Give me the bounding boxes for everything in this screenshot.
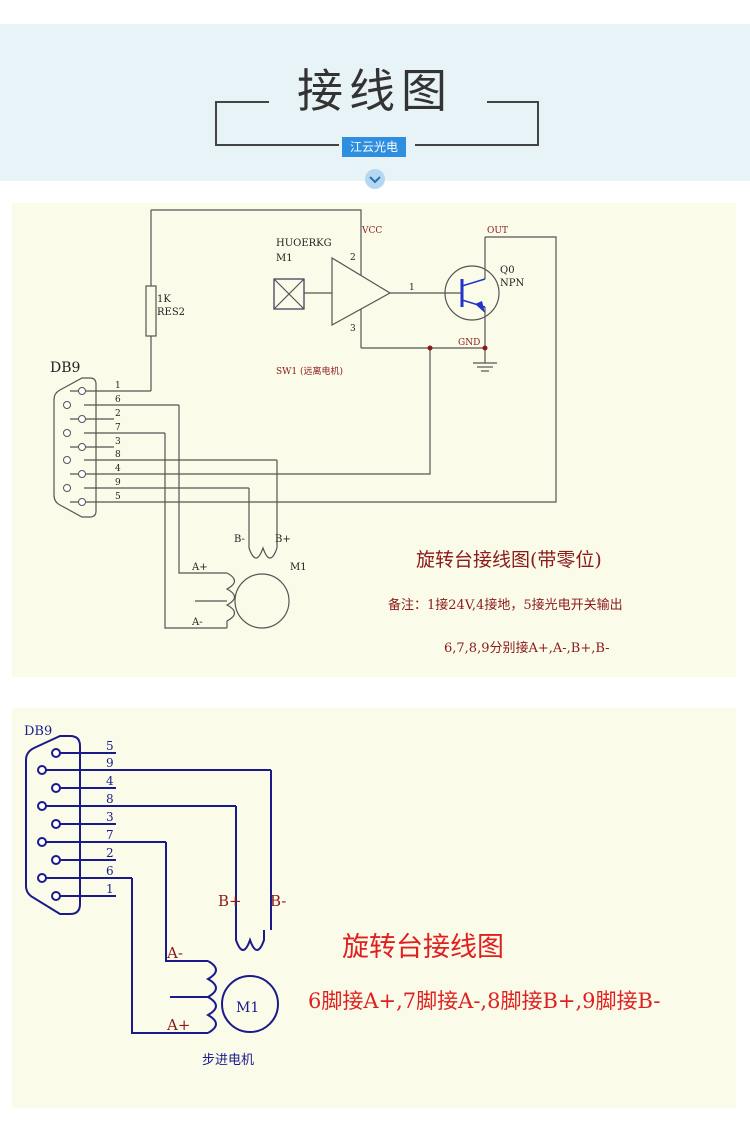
motor-caption: 步进电机 [202,1053,254,1068]
sensor-type-label: HUOERKG [276,238,332,249]
coil-a-2 [205,960,217,1034]
sensor-m1-label: M1 [276,253,293,264]
output-pin-1: 1 [409,283,415,293]
pin-label-1: 1 [115,381,121,391]
schematic-1: HUOERKG M1 VCC OUT Q0 NPN GND SW1 (远离电机)… [50,209,623,656]
npn-label: NPN [500,278,524,289]
scroll-down-button[interactable] [365,169,385,189]
wiring-diagram-with-zero: HUOERKG M1 VCC OUT Q0 NPN GND SW1 (远离电机)… [12,203,736,677]
a-plus-label-2: A+ [166,1016,190,1034]
pin-label-4: 4 [106,774,114,788]
wiring-diagram-simple: 5 9 4 8 3 7 2 6 1 DB9 B+ B- A- A+ M1 步进电机 旋转台接线图… [12,708,736,1108]
title-bracket-left [215,101,269,146]
header-banner: 接线图 江云光电 [0,24,750,189]
hall-sensor-box [273,278,305,310]
chevron-down-icon [369,176,381,184]
diagram-2-note: 6脚接A+,7脚接A-,8脚接B+,9脚接B- [308,989,660,1013]
a-minus-label-2: A- [166,944,183,962]
title-divider-right [415,144,539,146]
pin-label-6: 6 [115,395,121,405]
pin-label-2: 2 [115,409,121,419]
out-label: OUT [487,226,508,236]
pin-label-5: 5 [115,492,121,502]
sw1-label: SW1 (远离电机) [276,365,343,377]
pin-label-3: 3 [115,437,121,447]
b-minus-label: B- [234,534,245,545]
vcc-label: VCC [361,226,382,236]
pin-label-8: 8 [106,792,114,806]
db9-label-2: DB9 [24,724,52,739]
pin-label-8: 8 [115,450,121,460]
resistor-name: RES2 [157,307,185,318]
stepper-motor-circle [234,573,290,629]
q0-label: Q0 [500,265,515,276]
coil-b-2 [235,930,265,951]
diagram-1-title: 旋转台接线图(带零位) [416,549,602,571]
pin-label-2: 2 [106,846,114,860]
diagram-2-title: 旋转台接线图 [342,932,504,963]
stepper-motor-circle-2 [221,975,279,1033]
note-line-1: 备注：1接24V,4接地，5接光电开关输出 [388,597,623,613]
coil-b [248,546,278,559]
pin-label-9: 9 [106,756,114,770]
gnd-pin-3: 3 [350,324,356,334]
pin-label-7: 7 [115,423,121,433]
schematic-2: 5 9 4 8 3 7 2 6 1 DB9 B+ B- A- A+ M1 步进电机 旋转台接线图… [24,724,660,1068]
b-plus-label: B+ [275,534,291,545]
pin-label-5: 5 [106,739,114,753]
a-plus-label: A+ [191,562,208,573]
resistor-value: 1K [157,294,171,305]
motor-label: M1 [290,562,307,573]
pin-label-4: 4 [115,464,121,474]
motor-label-2: M1 [236,1000,259,1016]
note-line-2: 6,7,8,9分别接A+,A-,B+,B- [444,640,610,656]
b-minus-label-2: B- [270,892,286,910]
pin-label-3: 3 [106,810,114,824]
pin-label-9: 9 [115,478,121,488]
db9-connector-shape-2 [25,735,81,915]
db9-label: DB9 [50,360,80,376]
pin-label-1: 1 [106,882,114,896]
title-divider-left [215,144,339,146]
gnd-label: GND [458,338,480,348]
page-title: 接线图 [297,64,453,118]
vcc-pin-2: 2 [350,253,356,263]
b-plus-label-2: B+ [218,892,242,910]
coil-a [225,572,236,628]
pin-label-7: 7 [106,828,114,842]
resistor-1k [145,285,157,337]
pin-label-6: 6 [106,864,114,878]
title-bracket-right [487,101,539,146]
db9-connector-shape [53,377,97,518]
brand-badge: 江云光电 [342,137,406,157]
a-minus-label: A- [191,617,203,628]
